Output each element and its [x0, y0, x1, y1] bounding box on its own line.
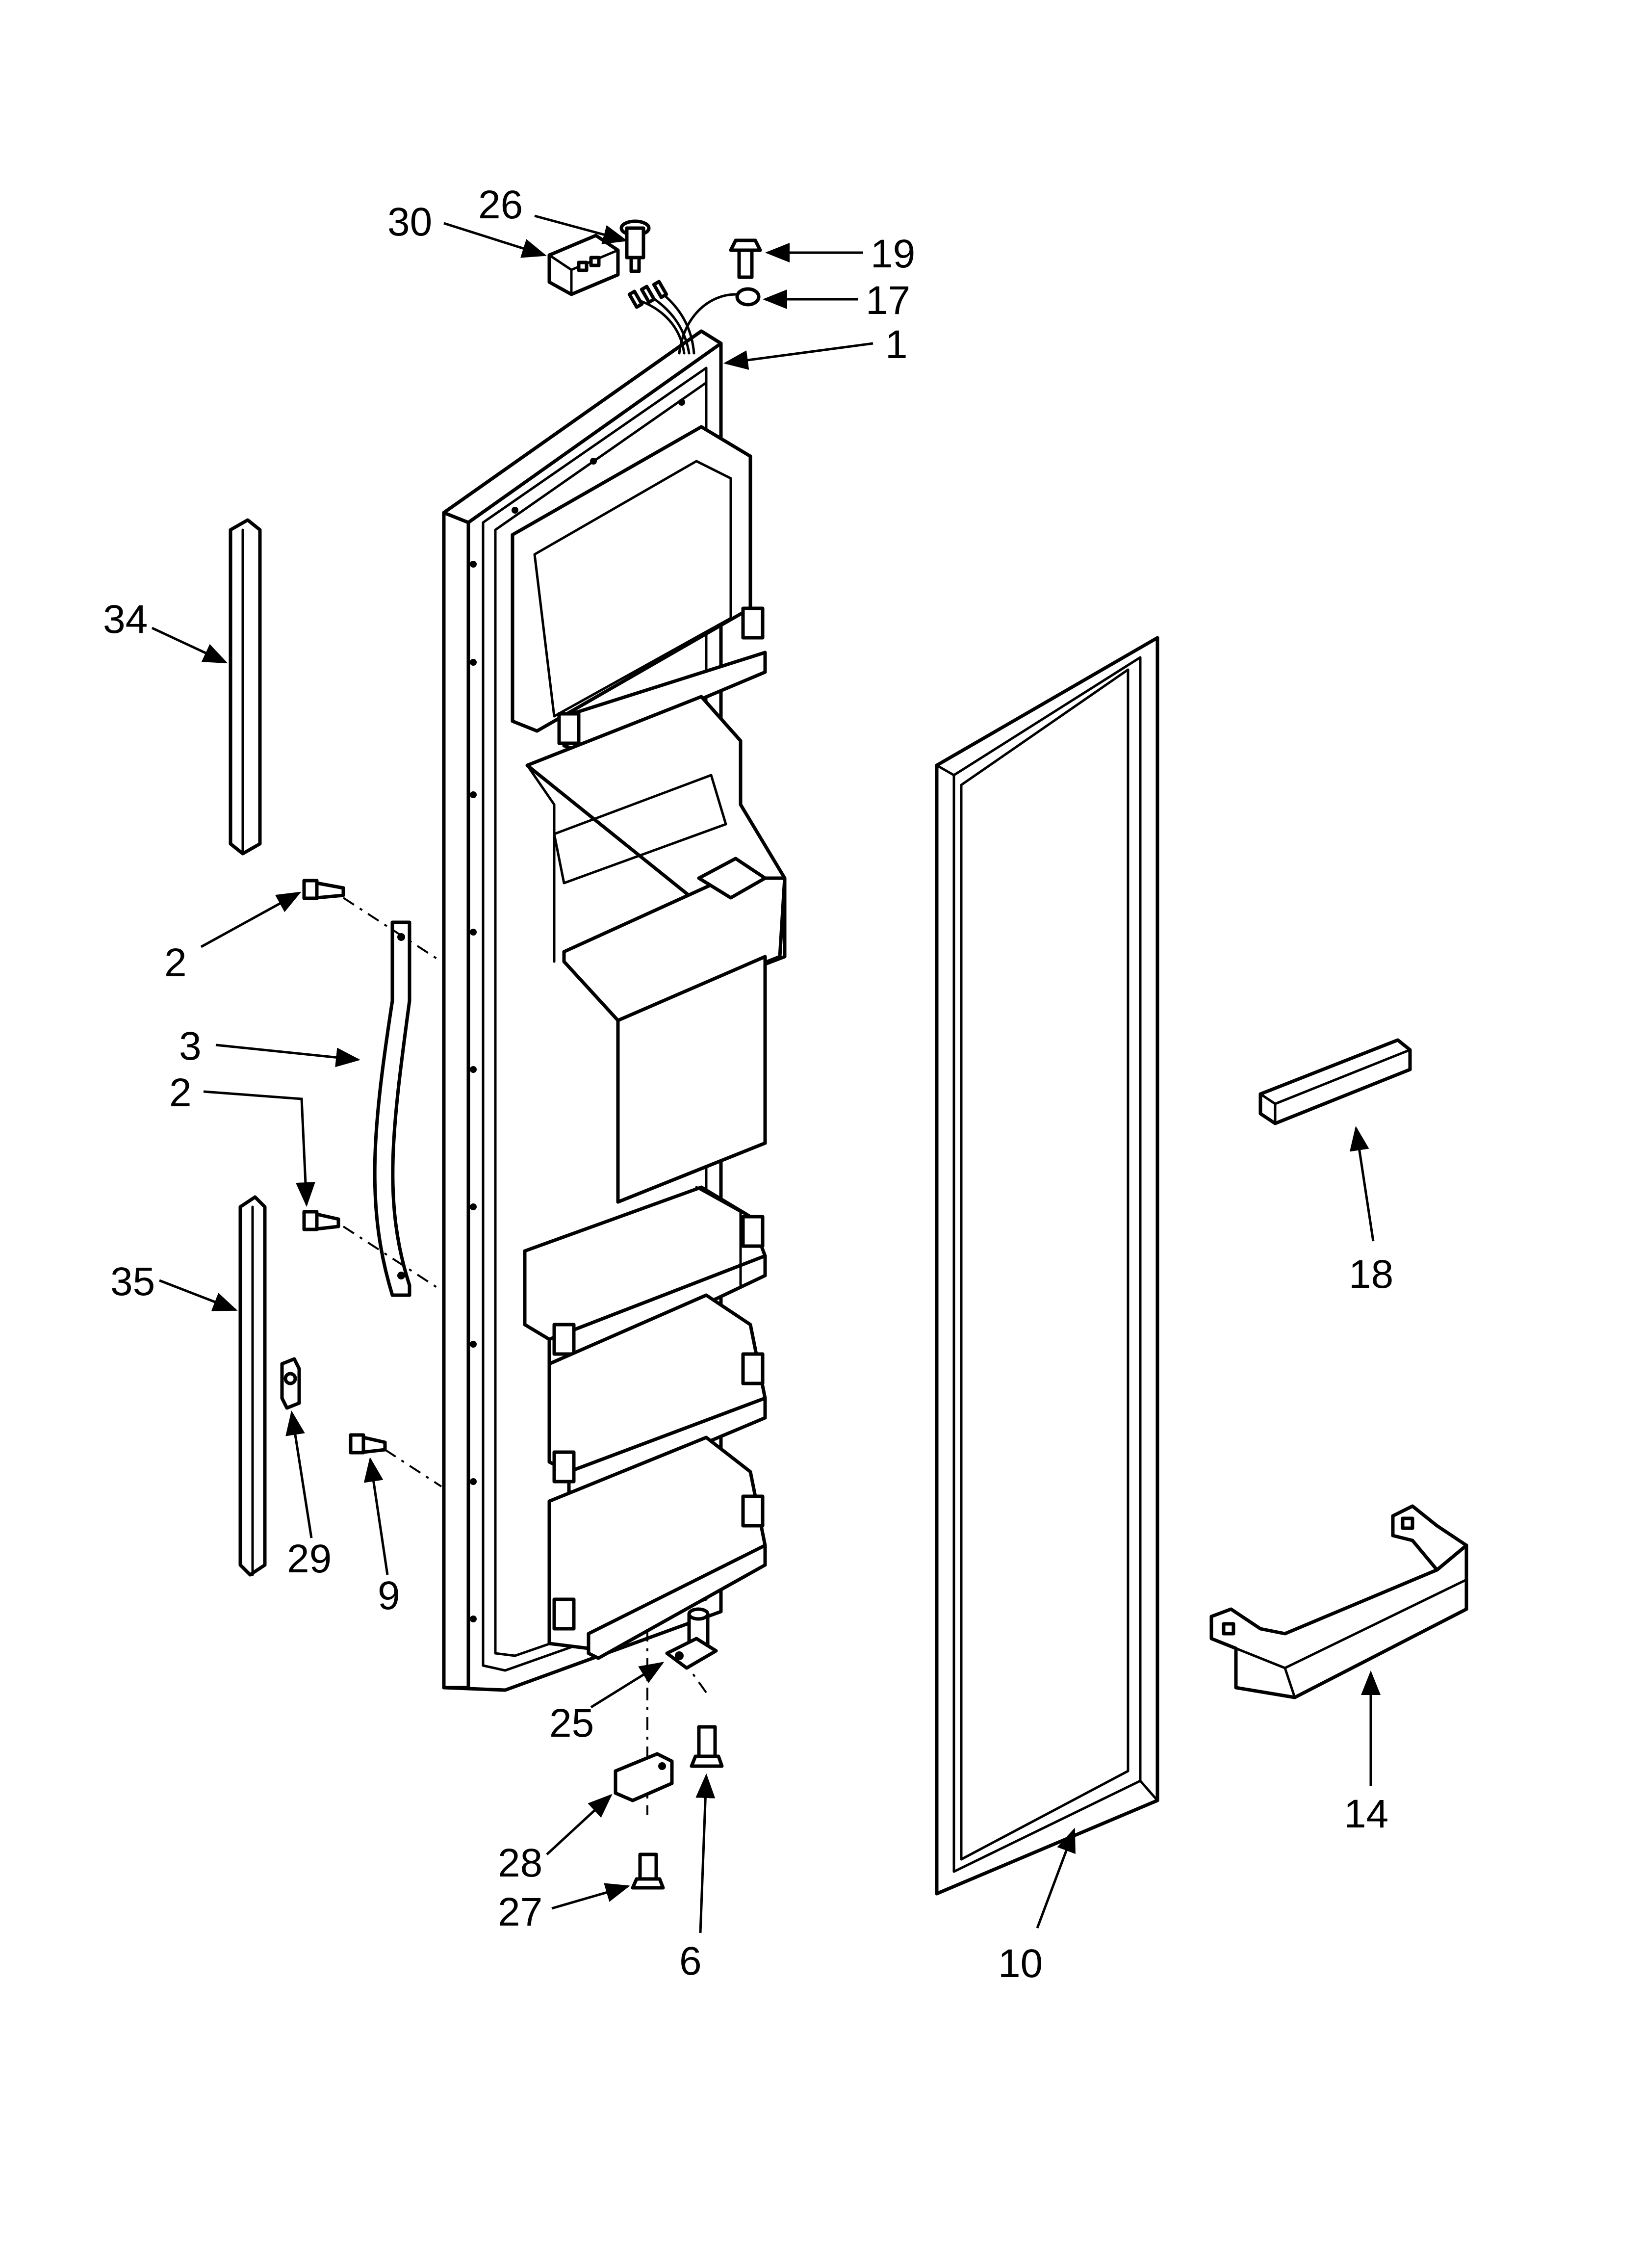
callout-6: 6 — [679, 1939, 702, 1983]
door-shelf-lower-2 — [547, 1435, 767, 1660]
door-rail-holes — [470, 399, 685, 1622]
screw-part-6 — [690, 1725, 724, 1768]
hinge-part-25 — [665, 1607, 718, 1670]
callout-29: 29 — [287, 1537, 332, 1581]
trim-strip-part-34 — [229, 518, 262, 856]
clip-part-29 — [280, 1357, 301, 1410]
door-bin-part-14 — [1209, 1504, 1468, 1699]
callout-35: 35 — [110, 1259, 155, 1304]
door-gasket-part-10 — [935, 636, 1159, 1896]
screw-part-27 — [631, 1852, 665, 1890]
callout-28: 28 — [498, 1841, 542, 1885]
callout-18: 18 — [1349, 1252, 1393, 1297]
trim-strip-part-35 — [238, 1195, 267, 1577]
connector-block-part-30 — [547, 234, 620, 296]
callout-9: 9 — [378, 1573, 400, 1618]
callout-labels: 30 26 19 17 1 34 2 3 2 35 29 9 18 25 28 … — [103, 182, 1393, 1986]
callout-14: 14 — [1344, 1792, 1388, 1836]
callout-2-lower: 2 — [169, 1070, 192, 1115]
door-shelf-upper — [511, 425, 767, 753]
wire-harness-part-17 — [627, 280, 761, 355]
leader-lines — [151, 214, 1381, 1933]
callout-3: 3 — [179, 1024, 202, 1069]
callout-27: 27 — [498, 1890, 542, 1934]
bracket-part-28 — [614, 1752, 674, 1802]
callout-26: 26 — [478, 182, 523, 227]
callout-30: 30 — [387, 200, 432, 244]
callout-1: 1 — [885, 322, 908, 367]
screw-part-9 — [349, 1433, 387, 1455]
callout-10: 10 — [998, 1941, 1043, 1986]
dispenser-housing — [525, 695, 787, 1204]
callout-25: 25 — [549, 1701, 594, 1746]
door-handle-part-3 — [373, 920, 411, 1297]
light-socket-part-26 — [619, 219, 651, 273]
screw-part-19 — [729, 238, 762, 279]
screw-part-2-lower — [302, 1210, 340, 1231]
callout-2-upper: 2 — [164, 940, 187, 985]
screw-part-2-upper — [302, 879, 345, 900]
callout-34: 34 — [103, 597, 148, 642]
callout-19: 19 — [871, 232, 915, 276]
trim-rail-part-18 — [1258, 1038, 1412, 1125]
callout-17: 17 — [866, 278, 910, 323]
